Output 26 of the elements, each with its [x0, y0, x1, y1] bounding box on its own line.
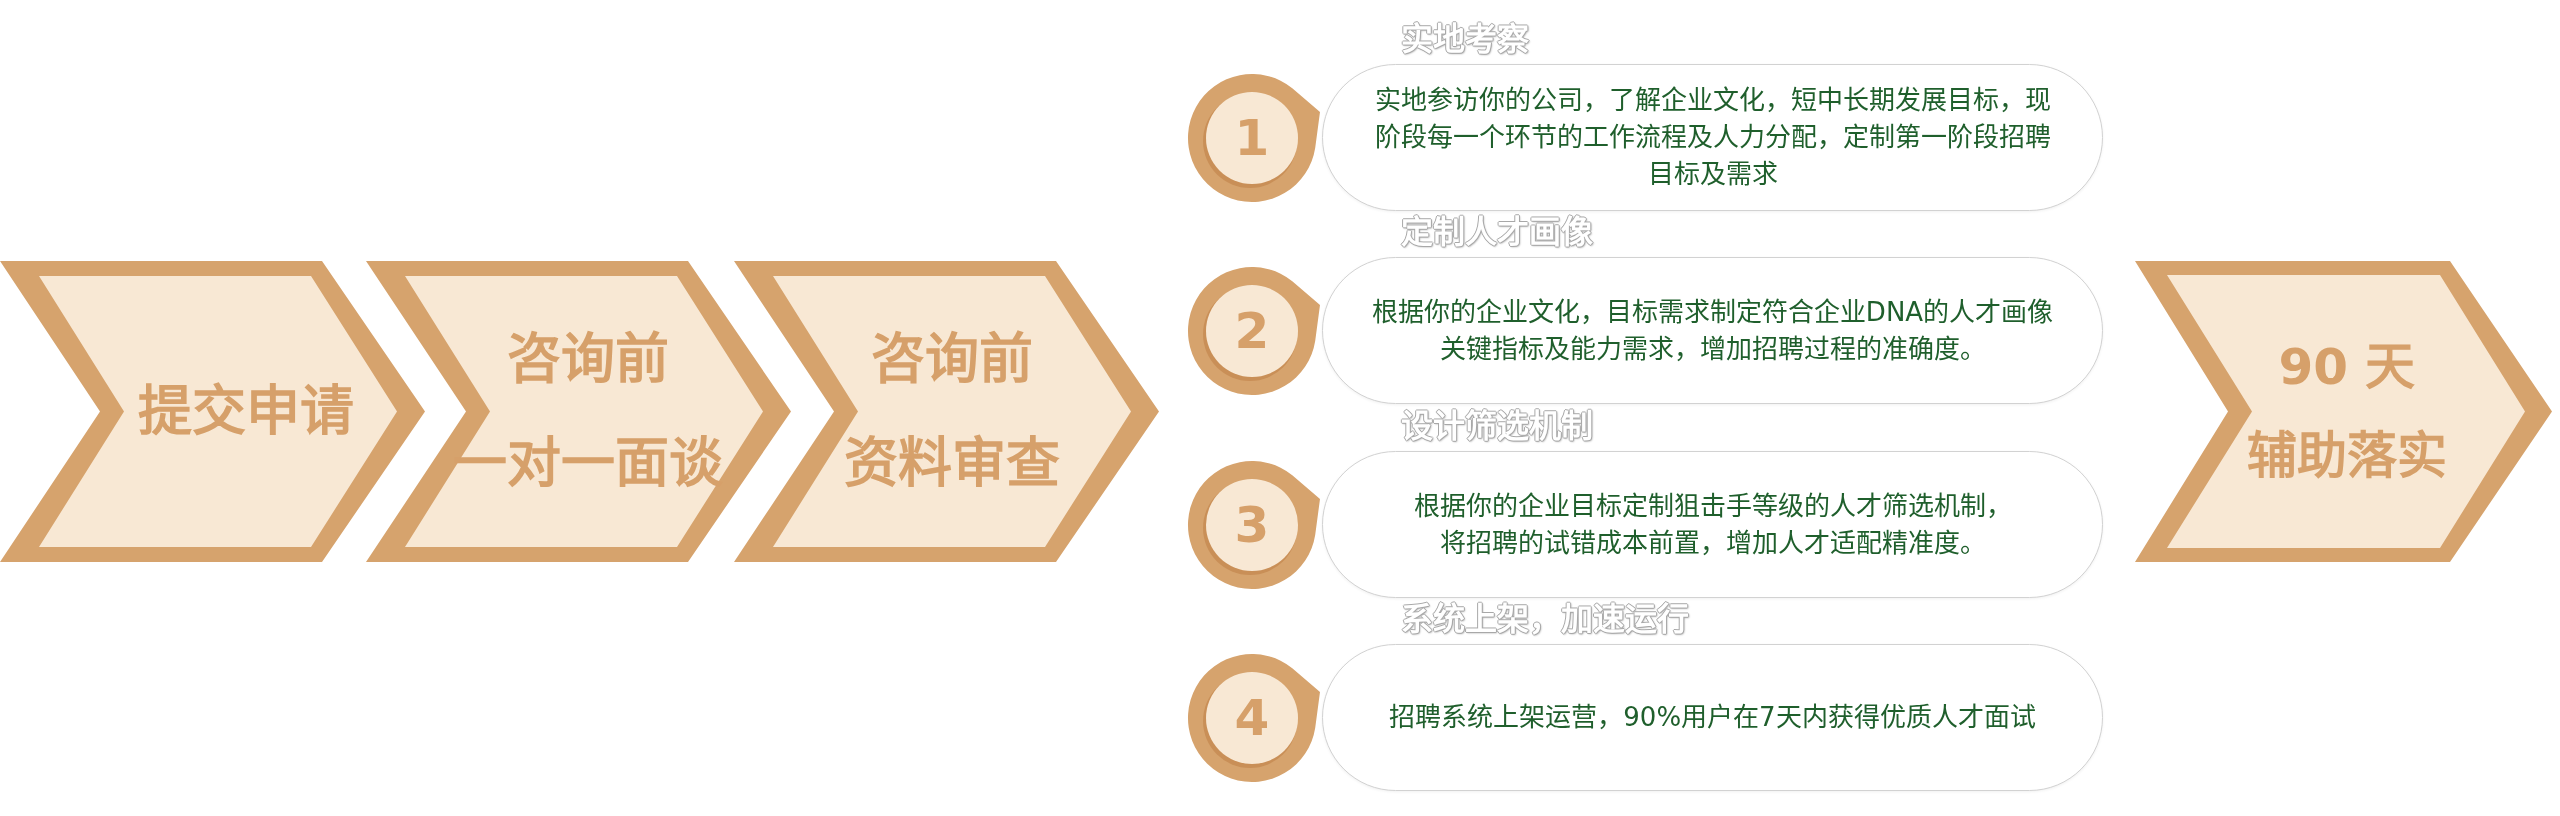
step-marker: [1186, 264, 1322, 397]
step-title: 资料审查: [844, 433, 1060, 493]
chevron-step: [734, 261, 1159, 562]
step-title: 辅助落实: [2247, 428, 2447, 484]
step-marker: [1186, 71, 1322, 204]
step-description: 实地参访你的公司，了解企业文化，短中长期发展目标，现阶段每一个环节的工作流程及人力分配，定制第一阶段招聘目标及需求: [1373, 84, 2052, 191]
step-number: 2: [1234, 305, 1270, 356]
chevron-step: [0, 261, 425, 562]
step-number: 4: [1234, 692, 1270, 743]
step-title: 提交申请: [138, 381, 354, 442]
step-number: 3: [1234, 499, 1270, 550]
chevron-step: [2135, 261, 2552, 562]
step-heading: 设计筛选机制: [1401, 409, 1593, 443]
step-marker: [1186, 651, 1322, 784]
step-heading: 定制人才画像: [1401, 215, 1593, 249]
step-title: 咨询前: [871, 330, 1033, 390]
step-title: 90 天: [2278, 339, 2416, 395]
step-heading: 系统上架，加速运行: [1401, 602, 1689, 636]
chevron-step: [366, 261, 791, 562]
step-title: 咨询前: [507, 330, 669, 390]
step-number: 1: [1234, 112, 1270, 163]
step-description: 根据你的企业文化，目标需求制定符合企业DNA的人才画像关键指标及能力需求，增加招聘过程的准确度。: [1370, 295, 2055, 366]
step-marker: [1186, 458, 1322, 591]
step-description: 招聘系统上架运营，90%用户在7天内获得优质人才面试: [1389, 701, 2036, 734]
step-heading: 实地考察: [1401, 22, 1529, 56]
step-description: 根据你的企业目标定制狙击手等级的人才筛选机制，将招聘的试错成本前置，增加人才适配精准度。: [1412, 489, 2013, 560]
